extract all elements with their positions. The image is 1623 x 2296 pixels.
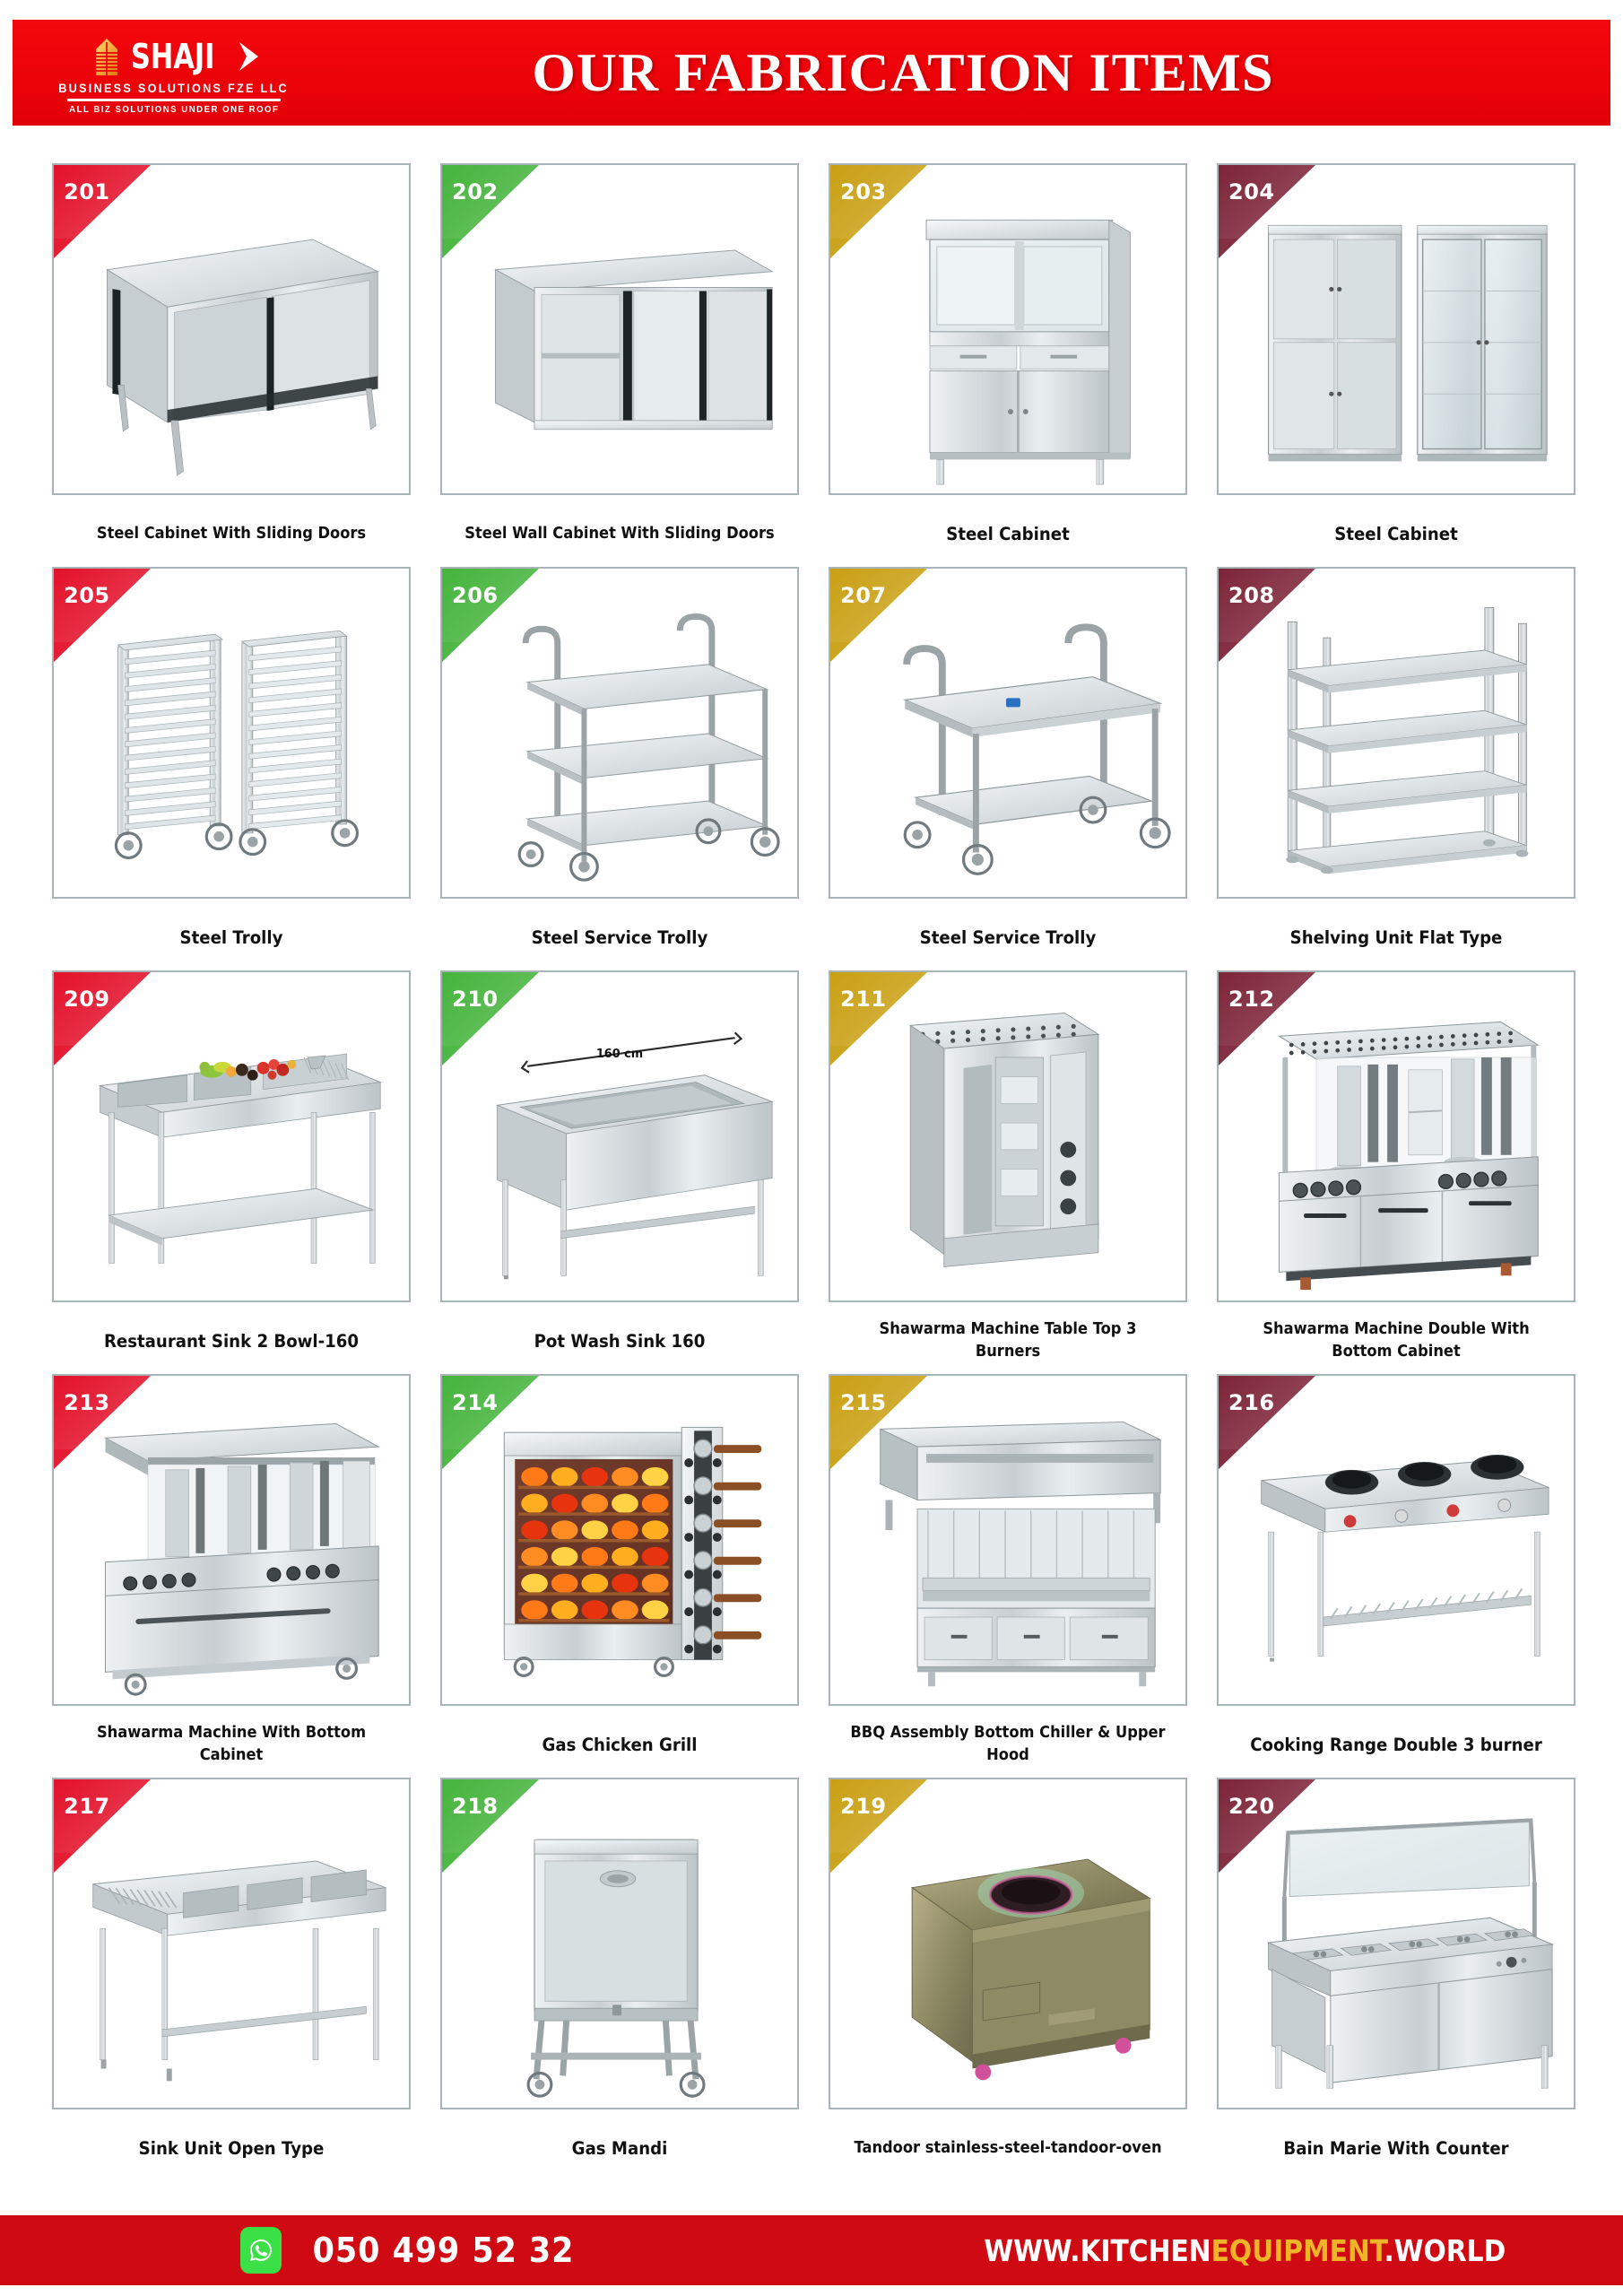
product-caption: Steel Service Trolly xyxy=(531,926,708,948)
building-icon xyxy=(88,37,126,76)
product-image xyxy=(830,569,1185,897)
product-card[interactable]: 209 xyxy=(52,970,411,1302)
product-card[interactable]: 212 xyxy=(1217,970,1575,1302)
product-image xyxy=(1219,1376,1574,1704)
logo-divider xyxy=(67,99,281,101)
product-card[interactable]: 218 xyxy=(440,1778,799,2109)
product-cell: 220 Bain Marie With Counter xyxy=(1217,1778,1575,2181)
product-caption: Pot Wash Sink 160 xyxy=(534,1330,706,1352)
product-image xyxy=(830,1376,1185,1704)
product-card[interactable]: 219 xyxy=(829,1778,1187,2109)
product-caption: Cooking Range Double 3 burner xyxy=(1250,1734,1542,1755)
product-caption: Tandoor stainless-steel-tandoor-oven xyxy=(854,2138,1162,2157)
product-image xyxy=(442,165,797,493)
product-caption: Steel Trolly xyxy=(179,926,283,948)
product-image xyxy=(830,1779,1185,2108)
product-cell: 214 Gas Chicken Grill xyxy=(440,1374,799,1778)
product-card[interactable]: 202 xyxy=(440,163,799,495)
product-card[interactable]: 216 xyxy=(1217,1374,1575,1706)
page-title: OUR FABRICATION ITEMS xyxy=(532,42,1274,102)
product-image xyxy=(54,165,409,493)
product-caption: Shawarma Machine Table Top 3 Burners xyxy=(879,1320,1137,1361)
product-card[interactable]: 214 xyxy=(440,1374,799,1706)
product-cell: 216 Cooking Range Double 3 burner xyxy=(1217,1374,1575,1778)
logo-subtitle: BUSINESS SOLUTIONS FZE LLC xyxy=(58,82,290,95)
url-suffix: .WORLD xyxy=(1384,2232,1506,2268)
product-cell: 207 Steel Service Trolly xyxy=(829,567,1187,970)
whatsapp-icon[interactable] xyxy=(240,2227,282,2274)
product-caption: Steel Wall Cabinet With Sliding Doors xyxy=(464,524,775,543)
product-image xyxy=(1219,1779,1574,2108)
product-card[interactable]: 217 xyxy=(52,1778,411,2109)
product-cell: 160 cm 210 Pot Wash Sink 160 xyxy=(440,970,799,1374)
product-image xyxy=(830,165,1185,493)
product-image xyxy=(830,972,1185,1300)
product-image xyxy=(54,1376,409,1704)
product-caption: Gas Mandi xyxy=(571,2137,668,2159)
product-image xyxy=(1219,569,1574,897)
product-caption: Steel Cabinet xyxy=(1334,523,1458,544)
product-cell: 201 Steel Cabinet With Sliding Doors xyxy=(52,163,411,567)
product-card[interactable]: 211 xyxy=(829,970,1187,1302)
product-cell: 215 BBQ Assembly Bottom Chiller & Upper … xyxy=(829,1374,1187,1778)
product-image xyxy=(442,569,797,897)
product-caption: Shawarma Machine Double With Bottom Cabi… xyxy=(1263,1320,1530,1361)
website-url[interactable]: WWW.KITCHENEQUIPMENT.WORLD xyxy=(984,2233,1506,2268)
product-grid: 201 Steel Cabinet With Sliding Doors xyxy=(52,163,1576,2181)
url-highlight: EQUIPMENT xyxy=(1211,2232,1384,2268)
product-cell: 203 Steel Cabinet xyxy=(829,163,1187,567)
product-caption: Gas Chicken Grill xyxy=(542,1734,698,1755)
product-caption: Shawarma Machine With Bottom Cabinet xyxy=(96,1724,367,1764)
product-card[interactable]: 201 xyxy=(52,163,411,495)
product-image xyxy=(1219,165,1574,493)
product-image xyxy=(442,1376,797,1704)
url-prefix: WWW.KITCHEN xyxy=(984,2232,1211,2268)
product-caption: Shelving Unit Flat Type xyxy=(1289,926,1503,948)
product-card[interactable]: 205 xyxy=(52,567,411,899)
product-cell: 211 Shawarma Machine Table Top 3 Burners xyxy=(829,970,1187,1374)
logo-tagline: ALL BIZ SOLUTIONS UNDER ONE ROOF xyxy=(68,104,280,115)
product-cell: 206 Steel Service Trolly xyxy=(440,567,799,970)
product-cell: 202 Steel Wall Cabinet With Sliding Door… xyxy=(440,163,799,567)
product-card[interactable]: 208 xyxy=(1217,567,1575,899)
product-card[interactable]: 203 xyxy=(829,163,1187,495)
logo-wordmark: SHAJI xyxy=(130,37,215,76)
product-image xyxy=(54,972,409,1300)
product-cell: 218 Gas Mandi xyxy=(440,1778,799,2181)
product-card[interactable]: 207 xyxy=(829,567,1187,899)
product-card[interactable]: 204 xyxy=(1217,163,1575,495)
product-image xyxy=(54,569,409,897)
svg-text:160 cm: 160 cm xyxy=(596,1048,643,1061)
product-cell: 217 Sink Unit Open Type xyxy=(52,1778,411,2181)
product-cell: 205 Steel Trolly xyxy=(52,567,411,970)
product-card[interactable]: 213 xyxy=(52,1374,411,1706)
product-image xyxy=(54,1779,409,2108)
product-cell: 204 Steel Cabinet xyxy=(1217,163,1575,567)
product-caption: Steel Cabinet With Sliding Doors xyxy=(96,524,367,543)
product-card[interactable]: 215 xyxy=(829,1374,1187,1706)
page-header: SHAJI BUSINESS SOLUTIONS FZE LLC ALL BIZ… xyxy=(13,20,1610,126)
product-cell: 212 Shawarma Machine Double With Bottom … xyxy=(1217,970,1575,1374)
product-caption: Steel Service Trolly xyxy=(919,926,1097,948)
product-image xyxy=(442,1779,797,2108)
product-caption: Sink Unit Open Type xyxy=(138,2137,325,2159)
product-cell: 213 Shawarma Machine With Bottom Cabinet xyxy=(52,1374,411,1778)
page-footer: 050 499 52 32 WWW.KITCHENEQUIPMENT.WORLD xyxy=(0,2215,1623,2285)
product-card[interactable]: 206 xyxy=(440,567,799,899)
product-caption: Steel Cabinet xyxy=(946,523,1070,544)
product-caption: Restaurant Sink 2 Bowl-160 xyxy=(103,1330,360,1352)
product-cell: 208 Shelving Unit Flat Type xyxy=(1217,567,1575,970)
product-image xyxy=(1219,972,1574,1300)
product-card[interactable]: 160 cm 210 xyxy=(440,970,799,1302)
arrow-icon xyxy=(237,41,260,72)
phone-number[interactable]: 050 499 52 32 xyxy=(312,2231,575,2270)
product-cell: 209 Restaurant Sink 2 Bowl-160 xyxy=(52,970,411,1374)
company-logo: SHAJI BUSINESS SOLUTIONS FZE LLC ALL BIZ… xyxy=(13,20,335,126)
product-card[interactable]: 220 xyxy=(1217,1778,1575,2109)
product-image: 160 cm xyxy=(442,972,797,1300)
product-caption: BBQ Assembly Bottom Chiller & Upper Hood xyxy=(850,1724,1166,1764)
product-caption: Bain Marie With Counter xyxy=(1283,2137,1509,2159)
product-cell: 219 Tandoor stainless-steel-tandoor-oven xyxy=(829,1778,1187,2181)
